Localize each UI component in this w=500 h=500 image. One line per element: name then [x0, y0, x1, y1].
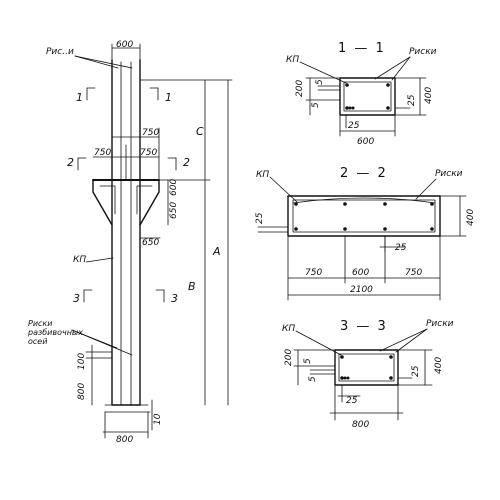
section-2-title: 2 — 2	[340, 166, 388, 181]
dim-10: 10	[153, 413, 163, 425]
section-3-left-mark: 3	[73, 292, 80, 305]
section-3-dim-400: 400	[434, 357, 444, 374]
section-2-label-riski: Риски	[435, 169, 463, 179]
column-elevation: 600 Рис..и 1 1 750 750 750 2 2 600 650 6…	[27, 40, 233, 445]
dim-800-vertical: 800	[77, 383, 87, 400]
section-2-label-kp: КП	[256, 170, 269, 180]
dim-650-a: 650	[169, 202, 179, 219]
dim-label-c: С	[196, 125, 204, 138]
section-2-2: 2 — 2 КП Риски 25 25 400 750	[255, 166, 476, 301]
section-3-dim-5b: 5	[308, 376, 318, 382]
dim-100: 100	[77, 353, 87, 370]
section-3-title: 3 — 3	[340, 319, 388, 334]
section-2-dim-750-left: 750	[305, 268, 322, 278]
label-riski-axes-2: разбивочных	[27, 328, 83, 337]
section-1-dim-5b: 5	[311, 102, 321, 108]
section-3-dim-5a: 5	[303, 358, 313, 364]
section-3-dim-25-right: 25	[411, 365, 421, 377]
section-1-label-riski: Риски	[409, 47, 437, 57]
section-1-dim-25-left: 25	[348, 121, 360, 131]
section-3-right-mark: 3	[171, 292, 178, 305]
section-1-1: 1 — 1 КП Риски 200 5 5 25 400 25	[286, 41, 437, 147]
dim-750-right: 750	[140, 148, 157, 158]
section-3-label-riski: Риски	[426, 319, 454, 329]
section-3-dim-25-bottom: 25	[346, 396, 358, 406]
section-2-dim-2100: 2100	[350, 285, 373, 295]
section-2-dim-400: 400	[466, 209, 476, 226]
dim-650-b: 650	[142, 238, 159, 248]
dim-800-bottom: 800	[116, 435, 133, 445]
section-2-dim-600-mid: 600	[352, 268, 369, 278]
dim-label-a: А	[212, 245, 221, 258]
section-1-dim-600: 600	[357, 137, 374, 147]
label-riski-top: Рис..и	[46, 47, 74, 57]
dim-750-upper: 750	[142, 128, 159, 138]
section-1-right-mark: 1	[165, 91, 172, 104]
section-2-dim-750-right: 750	[405, 268, 422, 278]
dim-label-b: В	[188, 280, 196, 293]
section-1-left-mark: 1	[76, 91, 83, 104]
section-3-dim-200: 200	[284, 349, 294, 366]
section-1-dim-25-right: 25	[407, 94, 417, 106]
section-1-dim-5a: 5	[315, 79, 325, 85]
section-3-3: 3 — 3 КП Риски 200 5 5 25 400 25	[282, 319, 454, 430]
section-1-title: 1 — 1	[338, 41, 386, 56]
label-riski-axes-3: осей	[28, 337, 47, 346]
section-2-dim-25-bottom: 25	[395, 243, 407, 253]
section-3-dim-800: 800	[352, 420, 369, 430]
section-3-label-kp: КП	[282, 324, 295, 334]
label-kp-elevation: КП	[73, 255, 86, 265]
section-1-dim-200: 200	[295, 80, 305, 97]
dim-600-console: 600	[169, 179, 179, 196]
label-riski-axes-1: Риски	[28, 319, 52, 328]
section-2-right-mark: 2	[183, 156, 190, 169]
section-1-label-kp: КП	[286, 55, 299, 65]
section-2-dim-25-left: 25	[255, 212, 265, 224]
section-2-left-mark: 2	[67, 156, 74, 169]
section-1-dim-400: 400	[424, 87, 434, 104]
dim-top-width: 600	[116, 40, 133, 50]
dim-750-left: 750	[94, 148, 111, 158]
